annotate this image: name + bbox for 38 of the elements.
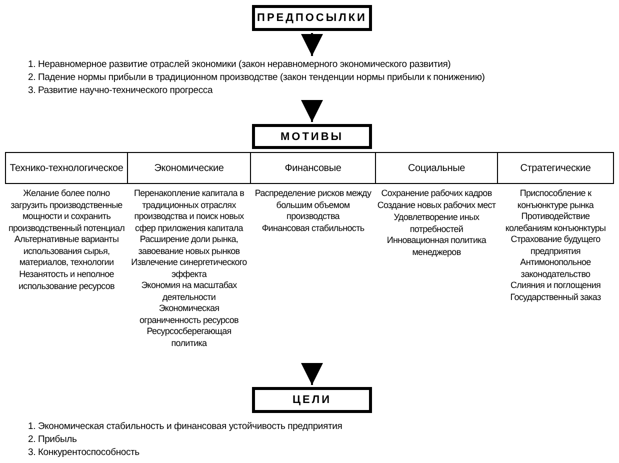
list-item: 3. Развитие научно-технического прогресса — [28, 84, 214, 97]
motive-text: Альтернативные варианты использования сырья, материалов, технологии — [13, 234, 120, 268]
motive-text: Желание более полно загрузить производственные мощности и сохранить производственный потенциал — [7, 188, 126, 234]
heading-box: ПРЕДПОСЫЛКИ — [252, 5, 372, 31]
motive-text: Сохранение рабочих кадров — [380, 188, 493, 200]
motive-text: Приспособление к конъюнктуре рынка — [516, 188, 595, 211]
motive-text: Ресурсосберегающая политика — [146, 326, 232, 349]
motive-text: Противодействие колебаниям конъюнктуры — [504, 211, 607, 234]
column-header: Технико-технологическое — [5, 152, 128, 184]
heading-box: ЦЕЛИ — [252, 387, 372, 413]
arrow — [301, 100, 323, 122]
column-header: Социальные — [375, 152, 498, 184]
motive-text: Незанятость и неполное использование ресурсов — [18, 269, 116, 292]
arrow — [301, 33, 323, 56]
motive-text: Слияния и поглощения — [509, 280, 602, 292]
motive-text: Страхование будущего предприятия — [510, 234, 602, 257]
list-item: 1. Неравномерное развитие отраслей экономики (закон неравномерного экономического развития) — [28, 58, 452, 71]
motive-text: Расширение доли рынка, завоевание новых рынков — [137, 234, 241, 257]
heading-box: МОТИВЫ — [252, 124, 372, 149]
column-header: Стратегические — [497, 152, 614, 184]
list-item: 2. Прибыль — [28, 433, 78, 446]
motive-text: Антимонопольное законодательство — [519, 257, 592, 280]
motive-text: Финансовая стабильность — [260, 223, 366, 234]
arrow — [301, 363, 323, 385]
list-item: 1. Экономическая стабильность и финансовая устойчивость предприятия — [28, 420, 344, 433]
motive-text: Создание новых рабочих мест — [376, 200, 497, 212]
motive-text: Перенакопление капитала в традиционных отраслях производства и поиск новых сфер приложения капитала — [133, 188, 245, 234]
column-header: Финансовые — [250, 152, 376, 184]
motive-text: Государственный заказ — [509, 292, 602, 304]
motive-text: Извлечение синергетического эффекта — [130, 257, 248, 280]
column-header: Экономические — [127, 152, 251, 184]
motive-text: Экономия на масштабах деятельности — [140, 280, 238, 303]
motive-text: Распределение рисков между большим объемом производства — [254, 188, 372, 222]
motive-text: Экономическая ограниченность ресурсов — [138, 303, 240, 326]
motive-text: Инновационная политика менеджеров — [386, 235, 488, 258]
list-item: 2. Падение нормы прибыли в традиционном производстве (закон тенденции нормы прибыли к понижению) — [28, 71, 486, 84]
list-item: 3. Конкурентоспособность — [28, 446, 140, 459]
motive-text: Удовлетворение иных потребностей — [392, 212, 480, 235]
